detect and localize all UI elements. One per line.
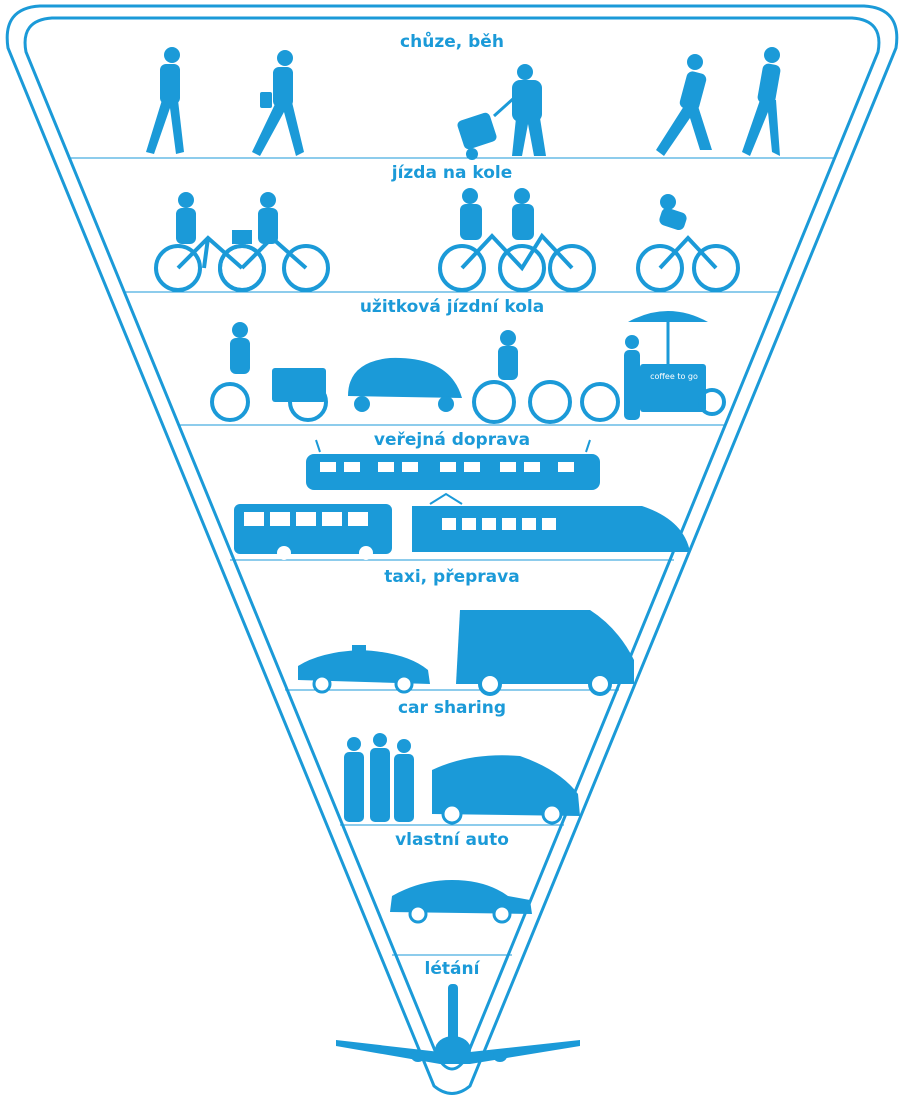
people-group-icon — [344, 733, 414, 822]
level-label-utility-bikes: užitková jízdní kola — [359, 297, 545, 317]
airplane-icon — [336, 984, 580, 1064]
running-man-icon — [656, 54, 712, 156]
van-icon — [456, 610, 634, 696]
level-label-cycling: jízda na kole — [391, 163, 513, 183]
sedan-car-icon — [390, 880, 532, 924]
tram-icon — [306, 439, 600, 490]
level-label-car-sharing: car sharing — [397, 698, 507, 718]
cargo-bike-icon — [210, 322, 328, 422]
cyclist-with-basket-body — [176, 192, 252, 244]
coffee-bike-sign: coffee to go — [650, 372, 698, 381]
road-cyclist-icon — [636, 235, 740, 292]
bus-icon — [234, 504, 392, 560]
running-woman-icon — [742, 47, 781, 156]
level-separators — [68, 157, 836, 956]
walking-person-with-bag-icon — [252, 50, 304, 156]
outer-border — [5, 4, 899, 1095]
level-label-public-transport: veřejná doprava — [373, 430, 531, 450]
taxi-icon — [298, 645, 430, 694]
level-label-taxi: taxi, přeprava — [384, 567, 520, 587]
level-label-walking: chůze, běh — [400, 32, 504, 52]
utility-cyclist-icon — [472, 330, 572, 424]
compact-car-icon — [432, 755, 580, 825]
coffee-bike-icon — [580, 311, 726, 422]
inner-border — [23, 16, 881, 1071]
walking-person-icon — [146, 47, 184, 154]
level-label-own-car: vlastní auto — [395, 830, 509, 850]
level-label-flying: létání — [424, 959, 480, 979]
train-icon — [412, 492, 690, 552]
person-with-trolley-icon — [457, 64, 546, 160]
tandem-cyclists-icon — [438, 232, 596, 292]
velomobile-icon — [348, 357, 462, 412]
